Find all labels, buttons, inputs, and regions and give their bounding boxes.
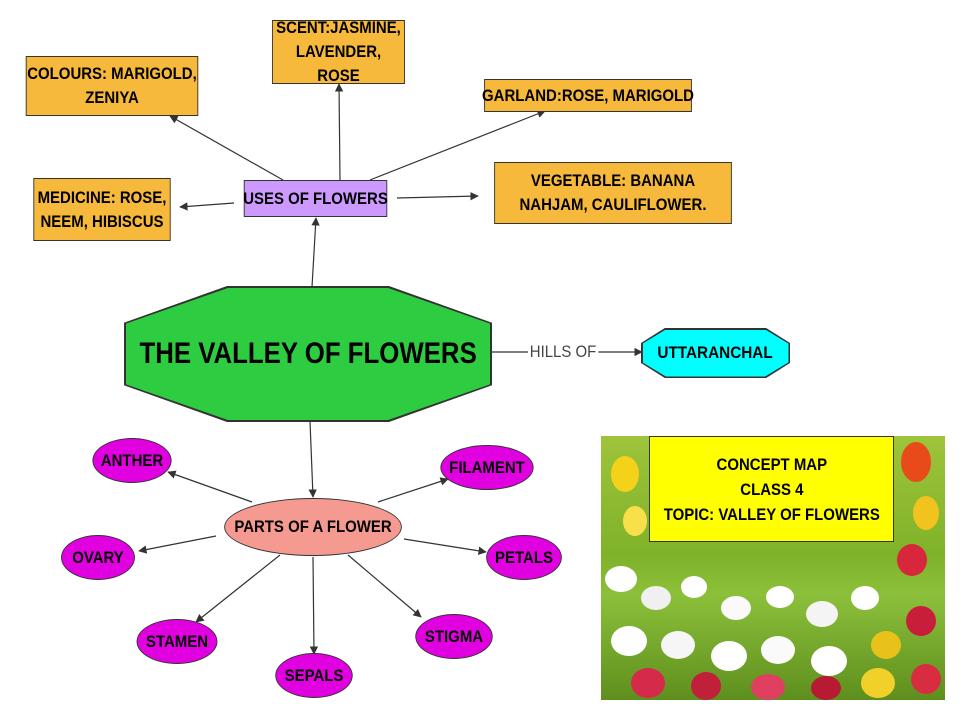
part-filament: FILAMENT bbox=[440, 445, 534, 490]
edge-parts-stamen bbox=[195, 554, 281, 623]
flower-shape bbox=[811, 676, 841, 700]
flower-shape bbox=[611, 456, 639, 492]
info-line-2: CLASS 4 bbox=[739, 479, 804, 499]
edge-uses-colours bbox=[169, 115, 284, 181]
part-anther-label: ANTHER bbox=[100, 450, 164, 470]
part-anther: ANTHER bbox=[92, 438, 172, 483]
use-scent: SCENT:JASMINE, LAVENDER, ROSE bbox=[272, 18, 405, 85]
uses-hub: USES OF FLOWERS bbox=[243, 180, 388, 217]
edge-main-uses bbox=[311, 217, 320, 288]
edge-parts-sepals bbox=[309, 556, 319, 655]
use-medicine: MEDICINE: ROSE, NEEM, HIBISCUS bbox=[33, 178, 171, 241]
info-line-1: CONCEPT MAP bbox=[716, 454, 827, 474]
use-vegetable: VEGETABLE: BANANA NAHJAM, CAULIFLOWER. bbox=[494, 162, 732, 224]
info-line-3: TOPIC: VALLEY OF FLOWERS bbox=[663, 504, 880, 524]
flower-shape bbox=[751, 674, 785, 700]
main-topic-label: THE VALLEY OF FLOWERS bbox=[139, 337, 477, 370]
flower-shape bbox=[761, 636, 795, 664]
part-petals-label: PETALS bbox=[495, 547, 553, 567]
flower-shape bbox=[871, 631, 901, 659]
flower-shape bbox=[811, 646, 847, 676]
part-ovary: OVARY bbox=[61, 535, 135, 580]
parts-hub: PARTS OF A FLOWER bbox=[224, 498, 402, 556]
flower-shape bbox=[911, 664, 941, 694]
parts-hub-label: PARTS OF A FLOWER bbox=[234, 517, 392, 536]
edge-uses-vegetable bbox=[396, 191, 479, 201]
use-colours: COLOURS: MARIGOLD, ZENIYA bbox=[25, 56, 199, 116]
info-box: CONCEPT MAP CLASS 4 TOPIC: VALLEY OF FLO… bbox=[649, 436, 894, 542]
flower-shape bbox=[906, 606, 936, 636]
flower-shape bbox=[721, 596, 751, 620]
part-stamen-label: STAMEN bbox=[145, 631, 209, 651]
edge-uses-scent bbox=[334, 83, 344, 181]
flower-shape bbox=[897, 544, 927, 576]
flower-shape bbox=[641, 586, 671, 610]
flower-shape bbox=[631, 668, 665, 698]
location-fill: UTTARANCHAL bbox=[642, 329, 789, 377]
edge-parts-anther bbox=[167, 470, 253, 503]
flower-shape bbox=[806, 601, 838, 627]
flower-shape bbox=[913, 496, 939, 530]
part-stamen: STAMEN bbox=[136, 619, 218, 664]
main-topic-node: THE VALLEY OF FLOWERS bbox=[124, 286, 492, 422]
edge-parts-stigma bbox=[347, 554, 422, 618]
flower-shape bbox=[851, 586, 879, 610]
part-petals: PETALS bbox=[486, 535, 562, 580]
location-relation-label: HILLS OF bbox=[528, 342, 599, 362]
part-stigma-label: STIGMA bbox=[424, 626, 484, 646]
flower-shape bbox=[605, 566, 637, 592]
location-label: UTTARANCHAL bbox=[657, 343, 774, 362]
edge-parts-filament bbox=[377, 477, 449, 503]
edge-uses-medicine bbox=[179, 202, 235, 211]
edge-parts-petals bbox=[403, 538, 487, 555]
flower-shape bbox=[661, 631, 695, 659]
use-scent-text: SCENT:JASMINE, LAVENDER, ROSE bbox=[276, 18, 401, 85]
part-filament-label: FILAMENT bbox=[449, 457, 525, 477]
flower-shape bbox=[711, 641, 747, 671]
part-stigma: STIGMA bbox=[415, 614, 493, 659]
part-sepals: SEPALS bbox=[275, 653, 353, 698]
use-garland: GARLAND:ROSE, MARIGOLD bbox=[482, 79, 694, 112]
edge-parts-ovary bbox=[138, 535, 217, 554]
use-medicine-text: MEDICINE: ROSE, NEEM, HIBISCUS bbox=[37, 187, 167, 231]
flower-shape bbox=[901, 442, 931, 482]
flower-shape bbox=[861, 668, 895, 698]
use-vegetable-text: VEGETABLE: BANANA NAHJAM, CAULIFLOWER. bbox=[519, 171, 707, 214]
main-topic-fill: THE VALLEY OF FLOWERS bbox=[126, 288, 490, 420]
edge-main-parts bbox=[308, 420, 317, 498]
location-node: UTTARANCHAL bbox=[641, 328, 790, 378]
flower-shape bbox=[611, 626, 647, 656]
flower-shape bbox=[681, 576, 707, 598]
flower-shape bbox=[691, 672, 721, 700]
flower-shape bbox=[623, 506, 647, 536]
part-ovary-label: OVARY bbox=[72, 547, 124, 567]
use-colours-text: COLOURS: MARIGOLD, ZENIYA bbox=[27, 64, 197, 107]
uses-hub-label: USES OF FLOWERS bbox=[243, 188, 388, 208]
edge-uses-garland bbox=[369, 109, 546, 181]
part-sepals-label: SEPALS bbox=[284, 665, 344, 685]
flower-shape bbox=[766, 586, 794, 608]
use-garland-text: GARLAND:ROSE, MARIGOLD bbox=[482, 85, 694, 105]
